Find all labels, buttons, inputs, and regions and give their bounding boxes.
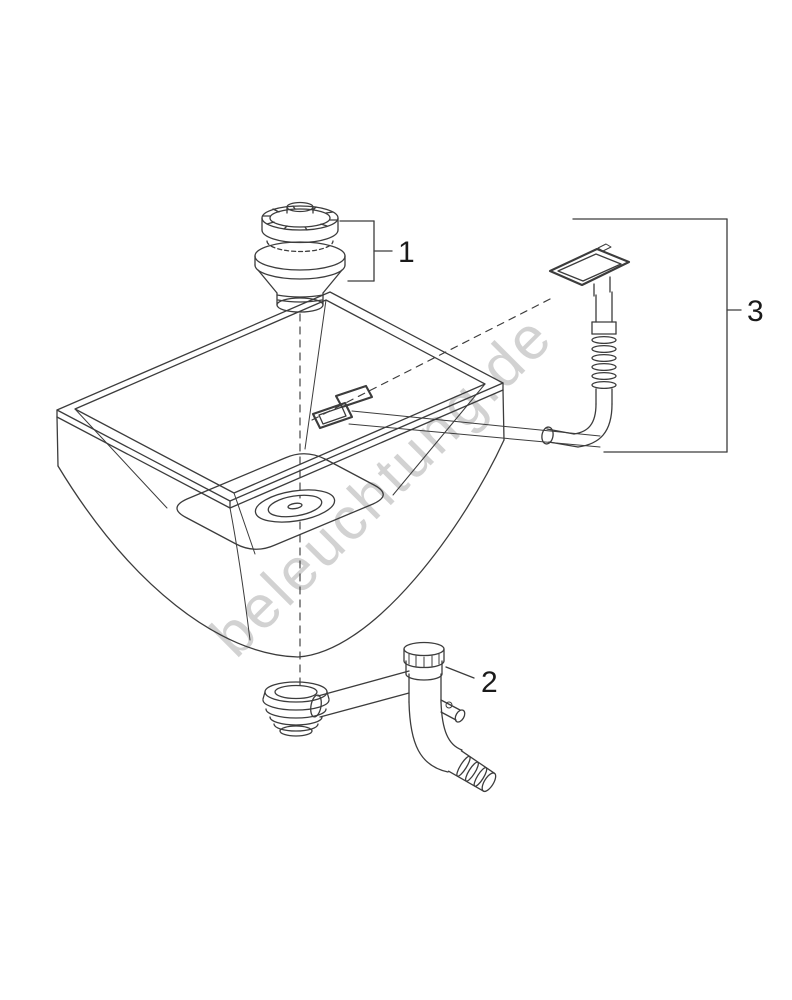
outlet-adapter <box>447 750 497 793</box>
part-3-label: 3 <box>747 295 764 328</box>
drain-strainer-drawing <box>254 201 346 313</box>
part-1-label: 1 <box>398 236 415 269</box>
drain-opening <box>254 489 336 523</box>
line-art <box>56 201 742 793</box>
part-2-label: 2 <box>481 666 498 699</box>
callout-lines <box>339 218 742 679</box>
overflow-assembly-drawing <box>541 243 631 448</box>
part-labels: 1 2 3 <box>398 236 764 699</box>
alignment-dashed-lines <box>299 296 555 686</box>
siphon-trap-drawing <box>262 641 497 793</box>
